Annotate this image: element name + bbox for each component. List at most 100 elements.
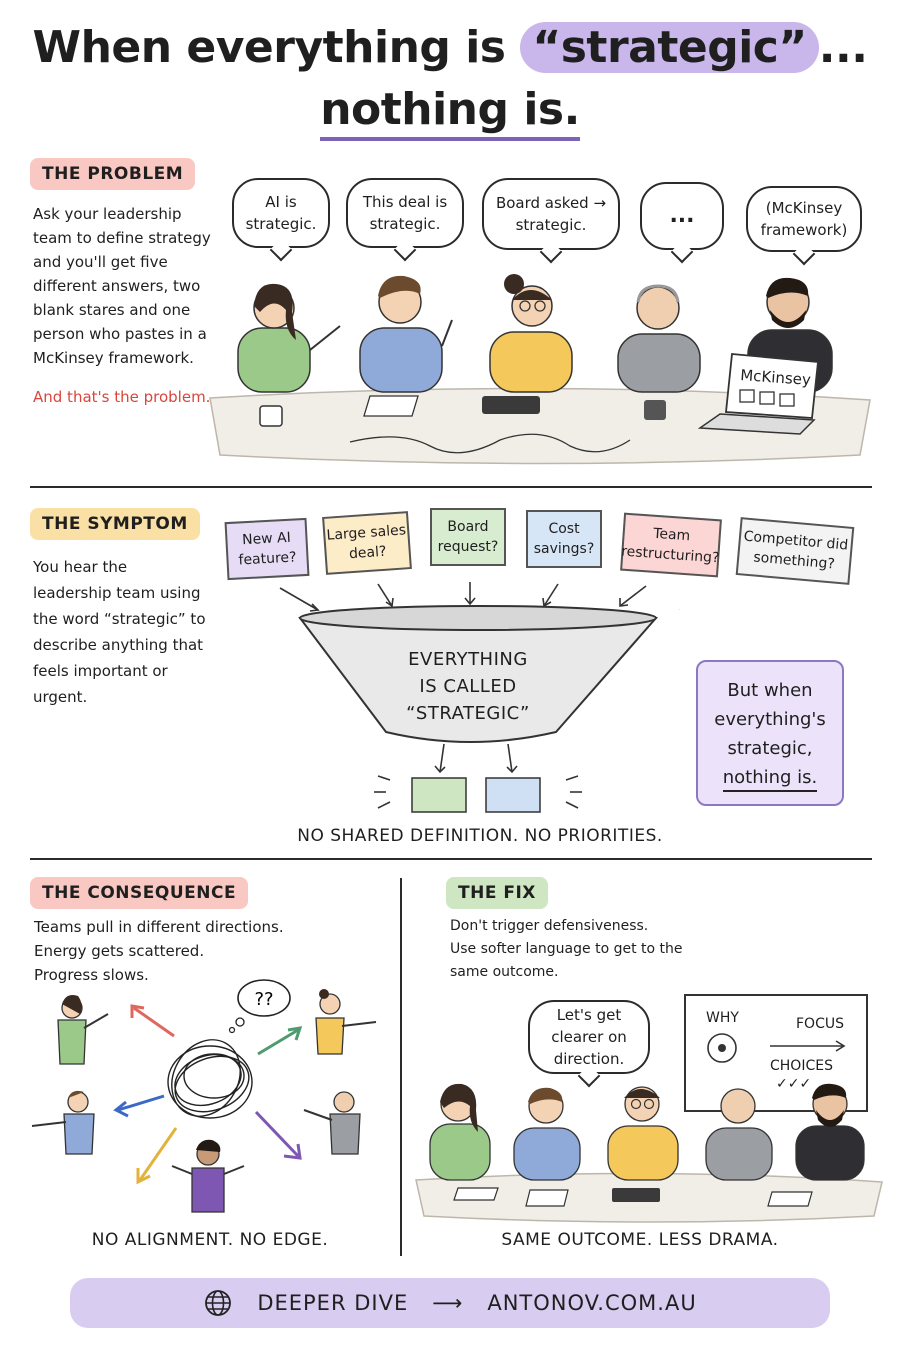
speech-bubble-4: ... (640, 182, 724, 250)
arrow-red (133, 1006, 175, 1038)
funnel-line-2: IS CALLED (419, 676, 517, 697)
tablet-icon (482, 396, 540, 414)
symptom-tag: THE SYMPTOM (30, 508, 200, 540)
fix-speech-bubble: Let's get clearer on direction. (528, 1000, 650, 1074)
symptom-text: You hear the leadership team using the w… (33, 558, 206, 706)
laptop-icon: McKinsey (697, 353, 819, 435)
consequence-line-3: Progress slows. (34, 966, 149, 984)
funnel-label: EVERYTHING IS CALLED “STRATEGIC” (360, 646, 576, 727)
fix-line-3: same outcome. (450, 964, 559, 980)
title-highlight: “strategic” (520, 22, 819, 73)
fix-person-dark (795, 1083, 865, 1181)
arrow-yellow (138, 1127, 178, 1181)
symptom-caption: NO SHARED DEFINITION. NO PRIORITIES. (297, 826, 663, 846)
fix-person-yellow (607, 1086, 679, 1181)
note-sales-deal: Large sales deal? (322, 511, 412, 575)
footer-banner[interactable]: DEEPER DIVE ⟶ ANTONOV.COM.AU (70, 1278, 830, 1328)
person-green-pointing (57, 995, 109, 1065)
funnel-arrows (279, 582, 680, 612)
whiteboard-checks: ✓✓✓ (776, 1076, 812, 1092)
fix-line-1: Don't trigger defensiveness. (450, 918, 649, 934)
title-subline: nothing is. (320, 84, 580, 141)
person-blue-pointing (31, 1090, 95, 1155)
fix-tag: THE FIX (446, 877, 548, 909)
problem-text: Ask your leadership team to define strat… (33, 205, 211, 367)
whiteboard-why: WHY (706, 1010, 739, 1026)
mug-icon (259, 405, 283, 427)
output-arrows (374, 743, 582, 809)
arrow-green (257, 1028, 299, 1056)
speech-bubble-3: Board asked → strategic. (482, 178, 620, 250)
person-yellow (489, 274, 573, 393)
fix-person-green (429, 1083, 491, 1181)
fix-paper-1 (453, 1187, 499, 1201)
person-yellow-pointing (315, 989, 377, 1055)
scattered-team-illustration: ?? (31, 979, 377, 1213)
person-grey-pointing (303, 1091, 361, 1155)
fix-person-blue (513, 1087, 581, 1181)
footer-arrow-icon: ⟶ (432, 1291, 464, 1315)
consequence-tag: THE CONSEQUENCE (30, 877, 249, 909)
thought-text: ?? (254, 989, 273, 1010)
fix-meeting-illustration (415, 1083, 883, 1223)
consequence-line-1: Teams pull in different directions. (34, 918, 284, 936)
output-box-green (411, 777, 467, 813)
target-icon (707, 1033, 737, 1063)
title-ellipsis: ... (818, 22, 868, 73)
callout-line-4: nothing is. (722, 767, 818, 792)
whiteboard-focus: FOCUS (796, 1016, 844, 1032)
note-team-restructuring: Team restructuring? (620, 512, 722, 578)
arrow-purple (254, 1110, 300, 1158)
consequence-text: Teams pull in different directions. Ener… (34, 915, 284, 987)
section-divider-1 (30, 486, 872, 488)
fix-person-grey (705, 1088, 773, 1181)
fix-paper-3 (767, 1191, 813, 1207)
mug-icon-2 (644, 400, 666, 420)
footer-label: DEEPER DIVE (257, 1291, 409, 1315)
problem-meeting-illustration: McKinsey (209, 274, 871, 465)
callout-line-1: But when (727, 680, 813, 701)
fix-tablet (612, 1188, 660, 1202)
title-text: When everything is (32, 22, 506, 73)
laptop-label: McKinsey (740, 366, 812, 389)
speech-bubble-1: AI is strategic. (232, 178, 330, 248)
consequence-line-2: Energy gets scattered. (34, 942, 205, 960)
funnel-line-3: “STRATEGIC” (406, 703, 530, 724)
person-grey (617, 284, 701, 393)
fix-text: Don't trigger defensiveness. Use softer … (450, 915, 683, 984)
problem-emphasis: And that's the problem. (33, 388, 211, 406)
fix-caption: SAME OUTCOME. LESS DRAMA. (501, 1230, 779, 1250)
callout-line-2: everything's (714, 709, 826, 730)
thought-bubble (237, 979, 291, 1017)
note-board-request: Board request? (430, 508, 506, 566)
globe-icon (205, 1290, 232, 1316)
note-competitor: Competitor did something? (735, 517, 855, 585)
speech-bubble-2: This deal is strategic. (346, 178, 464, 248)
fix-paper-2 (525, 1189, 569, 1207)
footer-link[interactable]: ANTONOV.COM.AU (487, 1291, 697, 1315)
section-divider-vertical (400, 878, 402, 1256)
callout-line-3: strategic, (727, 738, 813, 759)
symptom-callout: But when everything's strategic, nothing… (696, 660, 844, 806)
consequence-caption: NO ALIGNMENT. NO EDGE. (91, 1230, 329, 1250)
person-green (237, 283, 341, 393)
fix-line-2: Use softer language to get to the (450, 941, 683, 957)
whiteboard-choices: CHOICES (770, 1058, 833, 1074)
tangle-scribble (167, 1039, 253, 1119)
whiteboard-diagram (707, 1033, 846, 1063)
funnel-line-1: EVERYTHING (408, 649, 528, 670)
note-ai-feature: New AI feature? (224, 517, 310, 581)
section-divider-2 (30, 858, 872, 860)
person-blue (359, 275, 453, 393)
page-title-line2: nothing is. (0, 84, 900, 141)
problem-tag: THE PROBLEM (30, 158, 196, 190)
page-title-line1: When everything is “strategic”... (0, 22, 900, 73)
paper-icon (363, 395, 419, 417)
output-box-blue (485, 777, 541, 813)
scribble-lines (349, 433, 631, 454)
person-purple-shrugging (171, 1139, 245, 1213)
strategic-funnel (279, 582, 680, 813)
speech-bubble-5: (McKinsey framework) (746, 186, 862, 252)
arrow-blue (117, 1094, 165, 1112)
note-cost-savings: Cost savings? (526, 510, 602, 568)
